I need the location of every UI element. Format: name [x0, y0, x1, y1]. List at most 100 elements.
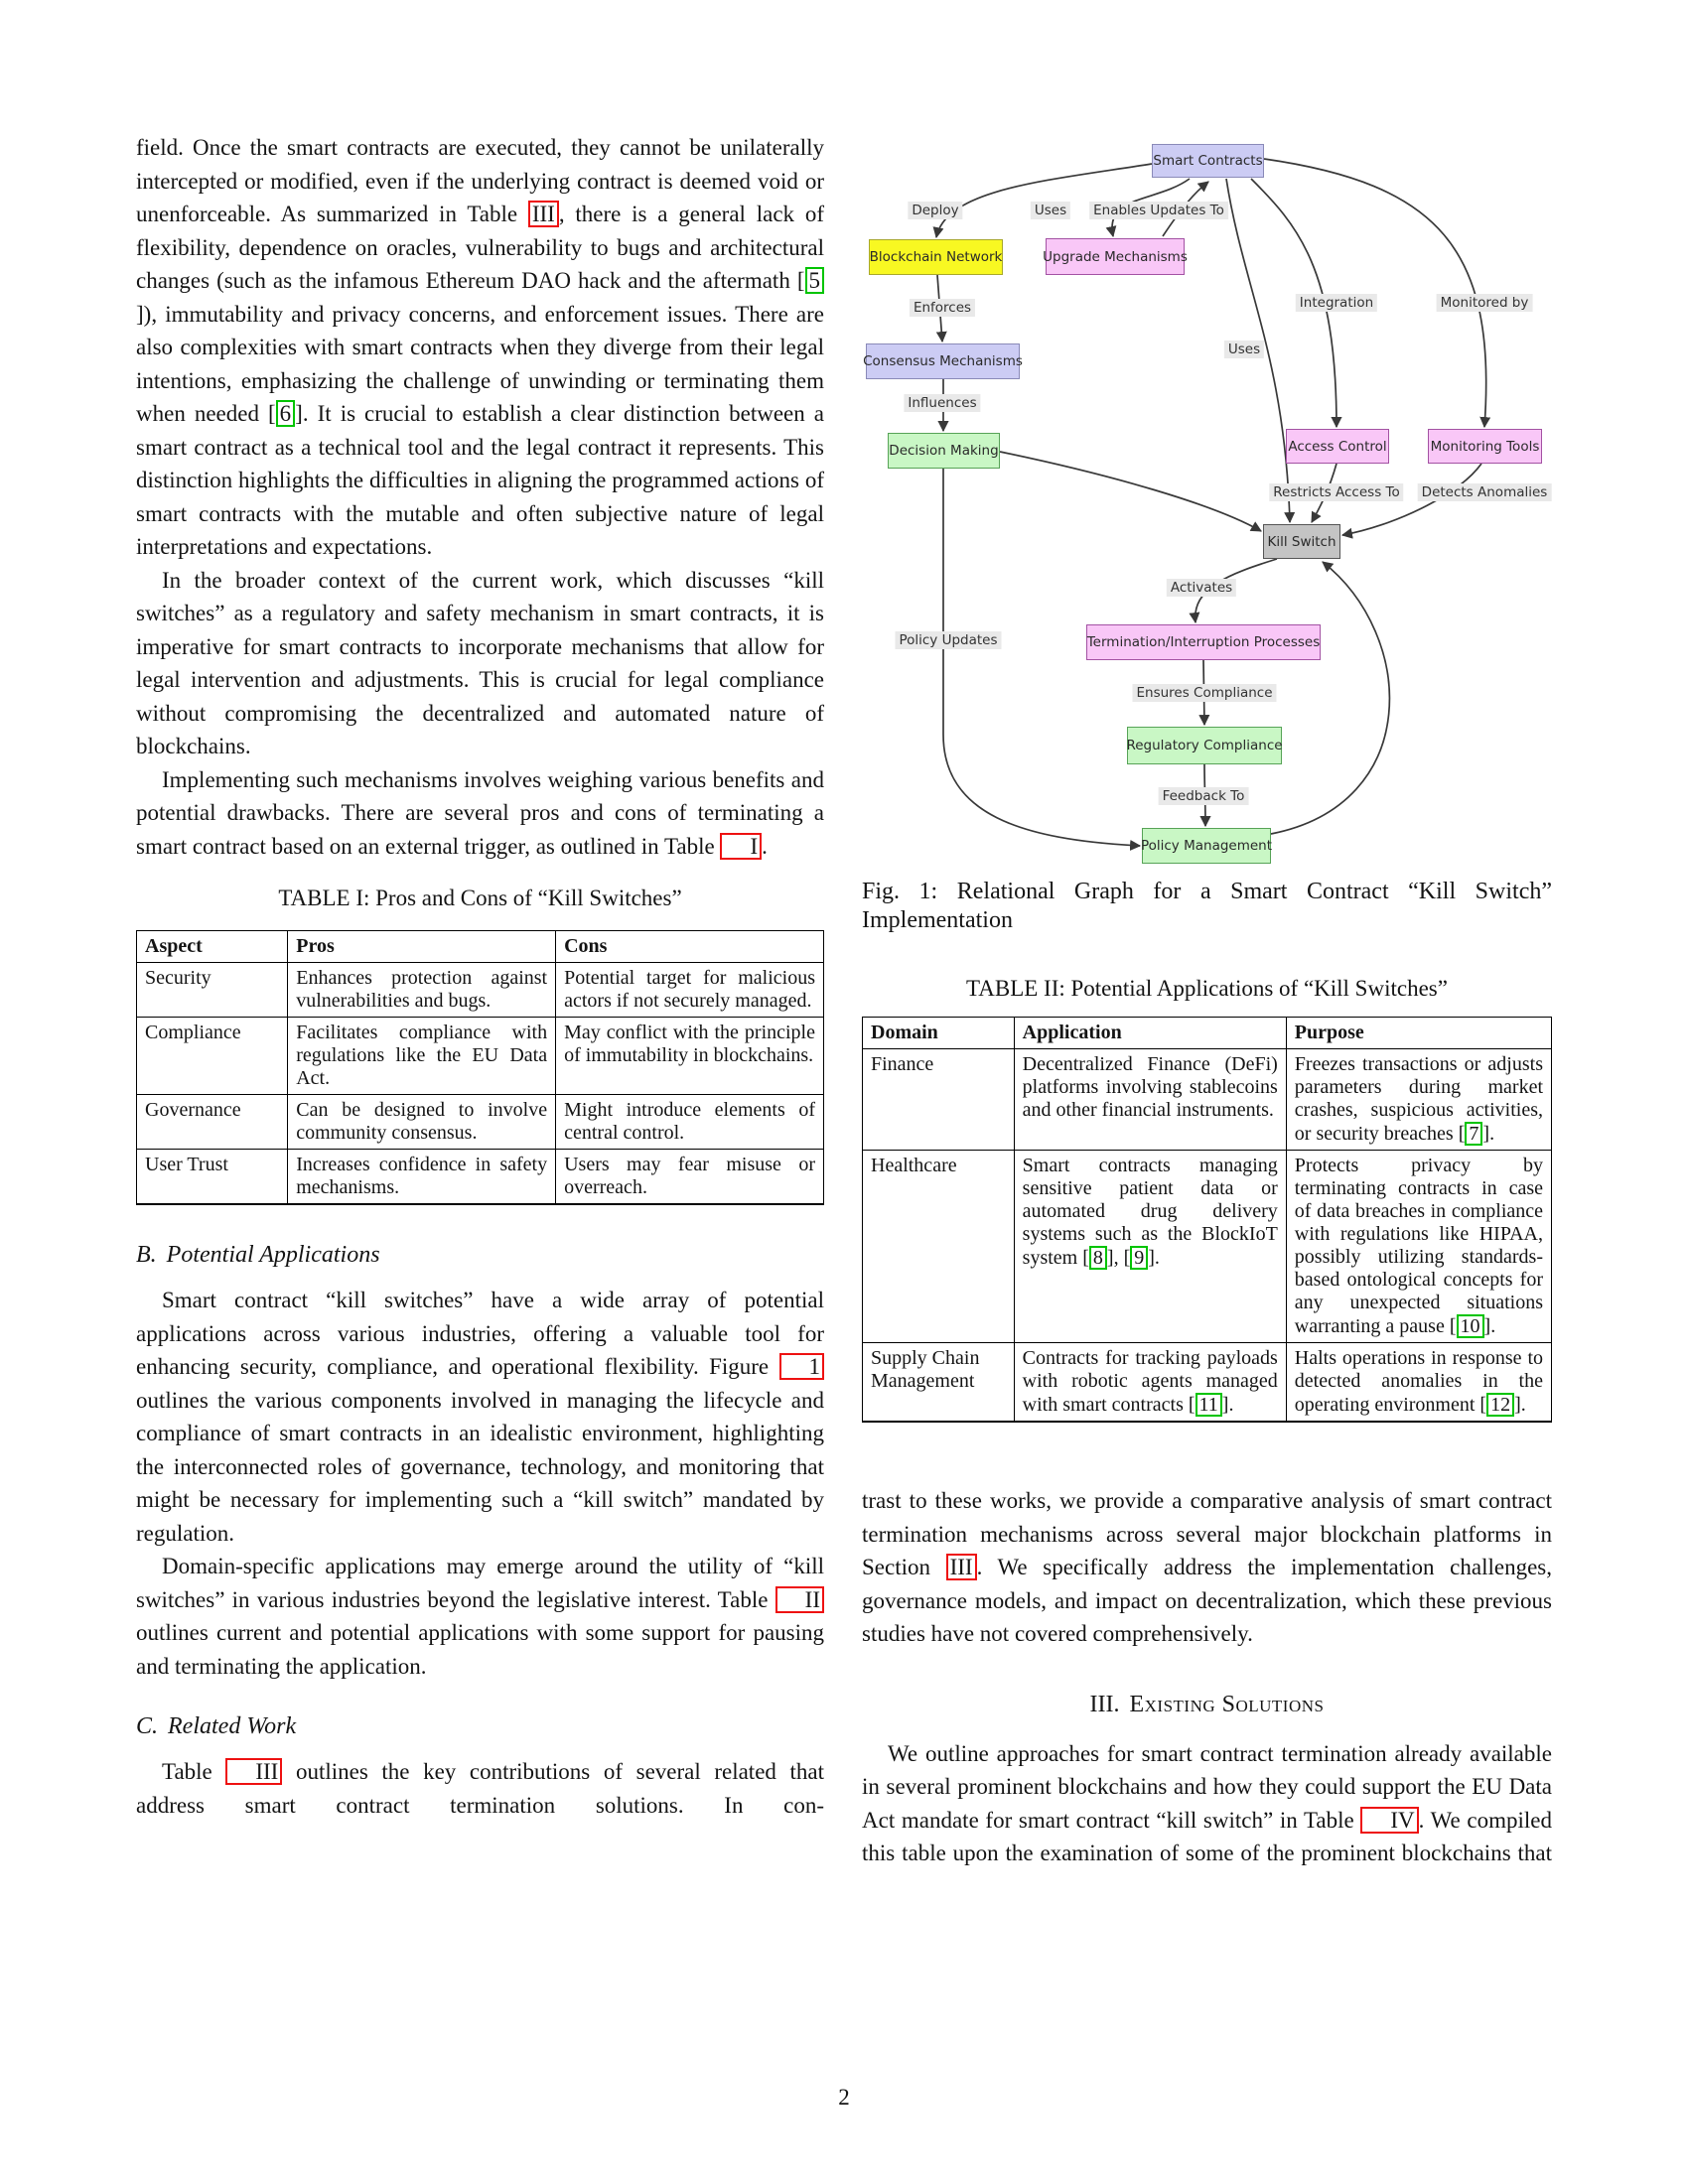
paragraph: In the broader context of the current wo…: [136, 567, 824, 759]
table-cell: Can be designed to involve community con…: [287, 1094, 557, 1150]
section-iii-heading: III. Existing Solutions: [862, 1689, 1552, 1721]
edge-decision-making-policy-management: [942, 469, 1142, 852]
column-header: Pros: [287, 930, 557, 963]
citation-link[interactable]: 7: [1465, 1122, 1483, 1146]
column-header: Purpose: [1285, 1017, 1553, 1049]
figure1-caption: Fig. 1: Relational Graph for a Smart Con…: [862, 879, 1552, 933]
row-header-cell: User Trust: [135, 1149, 289, 1205]
edge-label: Uses: [1030, 202, 1071, 219]
table-cell: Potential target for malicious actors if…: [555, 962, 824, 1018]
table-cell: Decentralized Finance (DeFi) platforms i…: [1013, 1048, 1287, 1151]
section-iii-title: Existing Solutions: [1129, 1691, 1325, 1717]
table1-caption: TABLE I: Pros and Cons of “Kill Switches…: [278, 886, 682, 910]
citation-link[interactable]: 12: [1486, 1393, 1515, 1417]
table-cell: Smart contracts managing sensitive patie…: [1013, 1150, 1287, 1343]
citation-link[interactable]: 8: [1088, 1246, 1107, 1270]
paragraph: Implementing such mechanisms involves we…: [136, 766, 824, 860]
edge-decision-making-kill-switch: [999, 451, 1262, 532]
edge-label: Feedback To: [1158, 787, 1249, 805]
row-header-cell: Healthcare: [862, 1150, 1015, 1343]
column-header: Application: [1013, 1017, 1287, 1049]
node-smart-contracts: Smart Contracts: [1152, 144, 1264, 178]
edge-label: Integration: [1295, 294, 1378, 312]
node-blockchain-network: Blockchain Network: [869, 239, 1003, 275]
citation-link[interactable]: 6: [275, 400, 296, 427]
citation-link[interactable]: 10: [1456, 1314, 1484, 1338]
edge-label: Uses: [1223, 341, 1265, 358]
paragraph: Domain-specific applications may emerge …: [136, 1554, 824, 1679]
section-b-label: B.: [136, 1242, 157, 1268]
node-kill-switch: Kill Switch: [1263, 524, 1340, 559]
ref-link[interactable]: III: [527, 201, 559, 227]
table-cell: Enhances protection against vulnerabilit…: [287, 962, 557, 1018]
node-termination-interruption-processes: Termination/Interruption Processes: [1086, 624, 1321, 660]
edge-label: Deploy: [908, 202, 963, 219]
node-policy-management: Policy Management: [1141, 828, 1272, 864]
section-b-heading: B. Potential Applications: [136, 1239, 824, 1272]
ref-link[interactable]: IV: [1360, 1806, 1419, 1834]
citation-link[interactable]: 5: [804, 267, 824, 294]
table-cell: Users may fear misuse or overreach.: [555, 1149, 824, 1205]
edge-smart-contracts-access-control: [1250, 178, 1342, 429]
node-consensus-mechanisms: Consensus Mechanisms: [863, 343, 1023, 379]
node-upgrade-mechanisms: Upgrade Mechanisms: [1043, 238, 1188, 275]
citation-link[interactable]: 11: [1195, 1393, 1222, 1417]
edge-monitoring-tools-kill-switch: [1340, 463, 1482, 539]
citation-link[interactable]: 9: [1130, 1246, 1149, 1270]
ref-link[interactable]: II: [774, 1585, 824, 1613]
paragraph: Smart contract “kill switches” have a wi…: [136, 1288, 824, 1546]
table-cell: Might introduce elements of central cont…: [555, 1094, 824, 1150]
edge-label: Monitored by: [1436, 294, 1533, 312]
table-cell: Increases confidence in safety mechanism…: [287, 1149, 557, 1205]
row-header-cell: Finance: [862, 1048, 1015, 1151]
edge-label: Activates: [1166, 579, 1237, 597]
table-cell: Halts operations in response to detected…: [1285, 1342, 1553, 1423]
section-c-title: Related Work: [168, 1713, 297, 1739]
section-c-label: C.: [136, 1713, 159, 1739]
ref-link[interactable]: 1: [778, 1353, 824, 1380]
edge-label: Enforces: [909, 299, 976, 317]
edge-label: Policy Updates: [895, 631, 1002, 649]
edge-label: Ensures Compliance: [1132, 684, 1277, 702]
row-header-cell: Compliance: [135, 1017, 289, 1095]
node-regulatory-compliance: Regulatory Compliance: [1126, 727, 1283, 764]
row-header-cell: Security: [135, 962, 289, 1018]
column-header: Cons: [555, 930, 824, 963]
paragraph: Table III outlines the key contributions…: [136, 1758, 824, 1818]
column-header: Domain: [862, 1017, 1015, 1049]
edge-policy-management-kill-switch: [1270, 561, 1391, 835]
ref-link[interactable]: I: [720, 832, 763, 860]
table2-caption: TABLE II: Potential Applications of “Kil…: [966, 976, 1448, 1001]
ref-link[interactable]: III: [945, 1554, 977, 1580]
left-column: field. Once the smart contracts are exec…: [135, 131, 824, 1822]
table-cell: Facilitates compliance with regulations …: [287, 1017, 557, 1095]
node-monitoring-tools: Monitoring Tools: [1428, 429, 1542, 464]
table-cell: Protects privacy by terminating contract…: [1285, 1150, 1553, 1343]
table-cell: May conflict with the principle of immut…: [555, 1017, 824, 1095]
edge-label: Enables Updates To: [1089, 202, 1228, 219]
ref-link[interactable]: III: [225, 1758, 283, 1785]
node-access-control: Access Control: [1286, 429, 1389, 464]
page-number: 2: [838, 2085, 850, 2110]
section-c-heading: C. Related Work: [136, 1710, 824, 1743]
node-decision-making: Decision Making: [888, 433, 1000, 469]
paragraph: trast to these works, we provide a compa…: [862, 1488, 1552, 1646]
section-b-title: Potential Applications: [166, 1242, 380, 1268]
edge-label: Influences: [904, 394, 981, 412]
section-iii-label: III.: [1089, 1691, 1120, 1717]
edge-smart-contracts-upgrade-mechanisms: [1105, 178, 1191, 238]
row-header-cell: Governance: [135, 1094, 289, 1150]
edge-smart-contracts-monitoring-tools: [1263, 158, 1491, 429]
